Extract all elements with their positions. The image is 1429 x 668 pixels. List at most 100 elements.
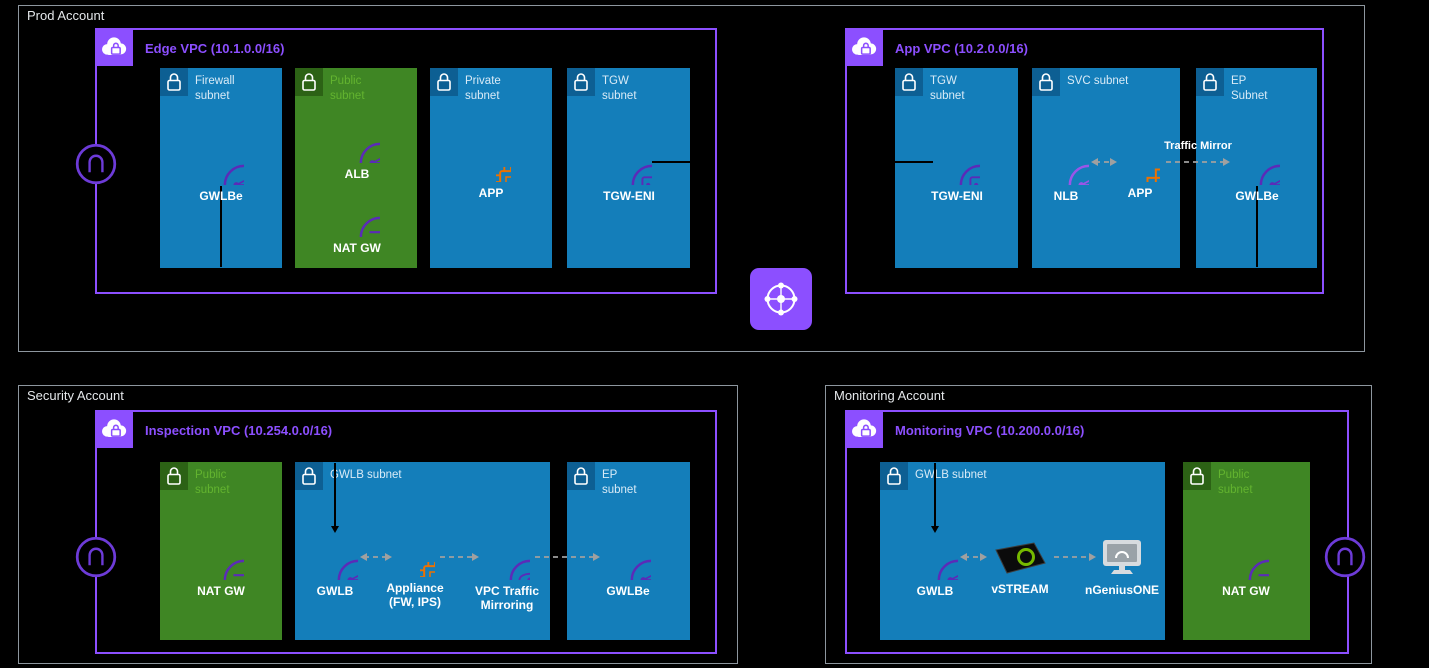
- subnet-label: EP Subnet: [1231, 75, 1268, 102]
- lock-icon: [1032, 68, 1060, 96]
- node-gwlbe-edge: GWLBe: [171, 139, 271, 203]
- lock-icon: [880, 462, 908, 490]
- lock-icon: [295, 68, 323, 96]
- security-account-box: Security Account: [18, 385, 738, 664]
- lock-icon: [160, 68, 188, 96]
- prod-account-box: Prod Account: [18, 5, 1365, 352]
- subnet-label: Public subnet: [195, 469, 230, 496]
- subnet-header: [1032, 68, 1060, 96]
- app-vpc-box: App VPC (10.2.0.0/16): [845, 28, 1324, 294]
- subnet-label: Public subnet: [330, 75, 365, 102]
- monitoring-vpc-title: Monitoring VPC (10.200.0.0/16): [895, 423, 1085, 438]
- subnet-header: [295, 462, 323, 490]
- monitoring-account-box: Monitoring Account: [825, 385, 1372, 664]
- subnet-insp-public: Public subnet: [160, 462, 282, 640]
- node-vpc-traffic-mirroring: VPC Traffic Mirroring: [457, 534, 557, 613]
- subnet-label: Private subnet: [465, 75, 501, 102]
- node-label: vSTREAM: [991, 582, 1049, 596]
- lock-icon: [567, 68, 595, 96]
- gwlb-icon: [312, 534, 358, 580]
- monitor-icon: [1103, 540, 1141, 574]
- internet-gateway-icon: [1324, 536, 1366, 578]
- node-label: NLB: [1053, 189, 1079, 203]
- node-ngeniusone: nGeniusONE: [1072, 535, 1172, 597]
- node-label: GWLBe: [606, 584, 650, 598]
- edge-vpc-title: Edge VPC (10.1.0.0/16): [145, 41, 285, 56]
- tgw-eni-icon: [606, 139, 652, 185]
- subnet-header: [160, 68, 188, 96]
- lock-icon: [430, 68, 458, 96]
- node-label: ALB: [344, 167, 370, 181]
- lock-icon: [895, 68, 923, 96]
- internet-gateway-icon: [75, 143, 117, 185]
- subnet-label: TGW subnet: [930, 75, 965, 102]
- traffic-mirroring-icon: [484, 534, 530, 580]
- node-vstream: vSTREAM: [970, 538, 1070, 596]
- vpc-header: [95, 28, 133, 66]
- transit-gateway-icon: [750, 268, 812, 330]
- gwlbe-icon: [198, 139, 244, 185]
- subnet-label: Firewall subnet: [195, 75, 235, 102]
- vstream-appliance-icon: [995, 542, 1046, 574]
- node-label: GWLBe: [1235, 189, 1279, 203]
- vpc-cloud-icon: [96, 29, 132, 65]
- vpc-header: [845, 410, 883, 448]
- node-gwlb-mon: GWLB: [885, 534, 985, 598]
- node-tgweni-edge: TGW-ENI: [579, 139, 679, 203]
- node-alb: ALB: [307, 117, 407, 181]
- app-chip-icon: [471, 142, 511, 182]
- subnet-insp-ep: EP subnet: [567, 462, 690, 640]
- vpc-cloud-icon: [846, 29, 882, 65]
- alb-icon: [334, 117, 380, 163]
- node-label: nGeniusONE: [1084, 583, 1159, 597]
- inspection-vpc-box: Inspection VPC (10.254.0.0/16): [95, 410, 717, 654]
- vpc-cloud-icon: [96, 411, 132, 447]
- node-label: GWLBe: [199, 189, 243, 203]
- subnet-edge-tgw: TGW subnet: [567, 68, 690, 268]
- internet-gateway-inspection: [74, 535, 118, 584]
- prod-account-label: Prod Account: [27, 8, 105, 23]
- node-label: NAT GW: [197, 584, 245, 598]
- lock-icon: [160, 462, 188, 490]
- subnet-svc: SVC subnet: [1032, 68, 1180, 268]
- inspection-vpc-title: Inspection VPC (10.254.0.0/16): [145, 423, 333, 438]
- vpc-header: [95, 410, 133, 448]
- node-natgw-edge: NAT GW: [307, 191, 407, 255]
- vpc-header: [845, 28, 883, 66]
- tgw-eni-icon: [934, 139, 980, 185]
- subnet-header: [1196, 68, 1224, 96]
- node-gwlbe-insp: GWLBe: [578, 534, 678, 598]
- subnet-label: SVC subnet: [1067, 75, 1129, 87]
- node-label: APP: [478, 186, 504, 200]
- lock-icon: [1183, 462, 1211, 490]
- node-natgw-insp: NAT GW: [171, 534, 271, 598]
- subnet-header: [430, 68, 458, 96]
- node-app-edge: APP: [441, 142, 541, 200]
- transit-gateway: [750, 268, 812, 335]
- subnet-header: [160, 462, 188, 490]
- nlb-icon: [1043, 139, 1089, 185]
- gwlb-icon: [912, 534, 958, 580]
- node-gwlbe-app: GWLBe: [1207, 139, 1307, 203]
- subnet-label: EP subnet: [602, 469, 637, 496]
- node-tgweni-app: TGW-ENI: [907, 139, 1007, 203]
- node-label: APP: [1127, 186, 1153, 200]
- node-appliance: Appliance (FW, IPS): [365, 537, 465, 610]
- vpc-cloud-icon: [846, 411, 882, 447]
- subnet-insp-gwlb: GWLB subnet: [295, 462, 550, 640]
- monitoring-account-label: Monitoring Account: [834, 388, 945, 403]
- subnet-label: GWLB subnet: [330, 469, 402, 481]
- subnet-label: Public subnet: [1218, 469, 1253, 496]
- subnet-label: TGW subnet: [602, 75, 637, 102]
- node-label: NAT GW: [333, 241, 381, 255]
- nat-gateway-icon: [198, 534, 244, 580]
- subnet-header: [1183, 462, 1211, 490]
- node-label: TGW-ENI: [603, 189, 655, 203]
- subnet-edge-public: Public subnet: [295, 68, 417, 268]
- node-label: VPC Traffic Mirroring: [474, 584, 540, 613]
- gwlbe-icon: [605, 534, 651, 580]
- node-nlb: NLB: [1016, 139, 1116, 203]
- appliance-chip-icon: [395, 537, 435, 577]
- subnet-header: [895, 68, 923, 96]
